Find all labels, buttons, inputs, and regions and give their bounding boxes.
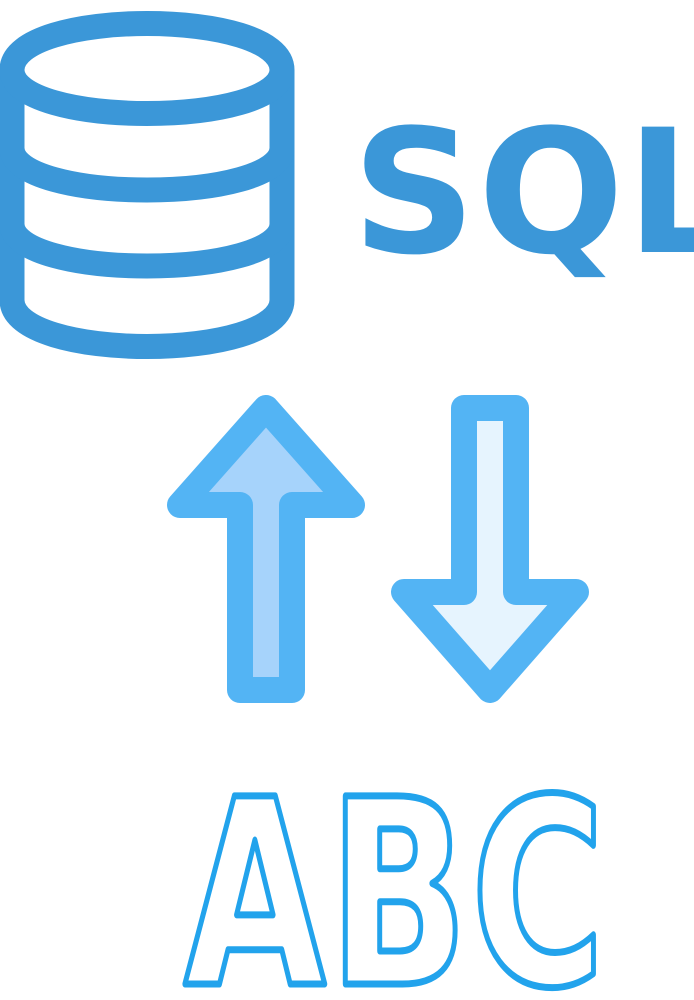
database-icon [0,11,295,359]
arrow-down-icon [391,395,589,703]
abc-outline-text: ABC [184,745,608,1000]
arrow-up-icon [167,395,365,703]
sql-logo-text: SQL [352,92,694,293]
